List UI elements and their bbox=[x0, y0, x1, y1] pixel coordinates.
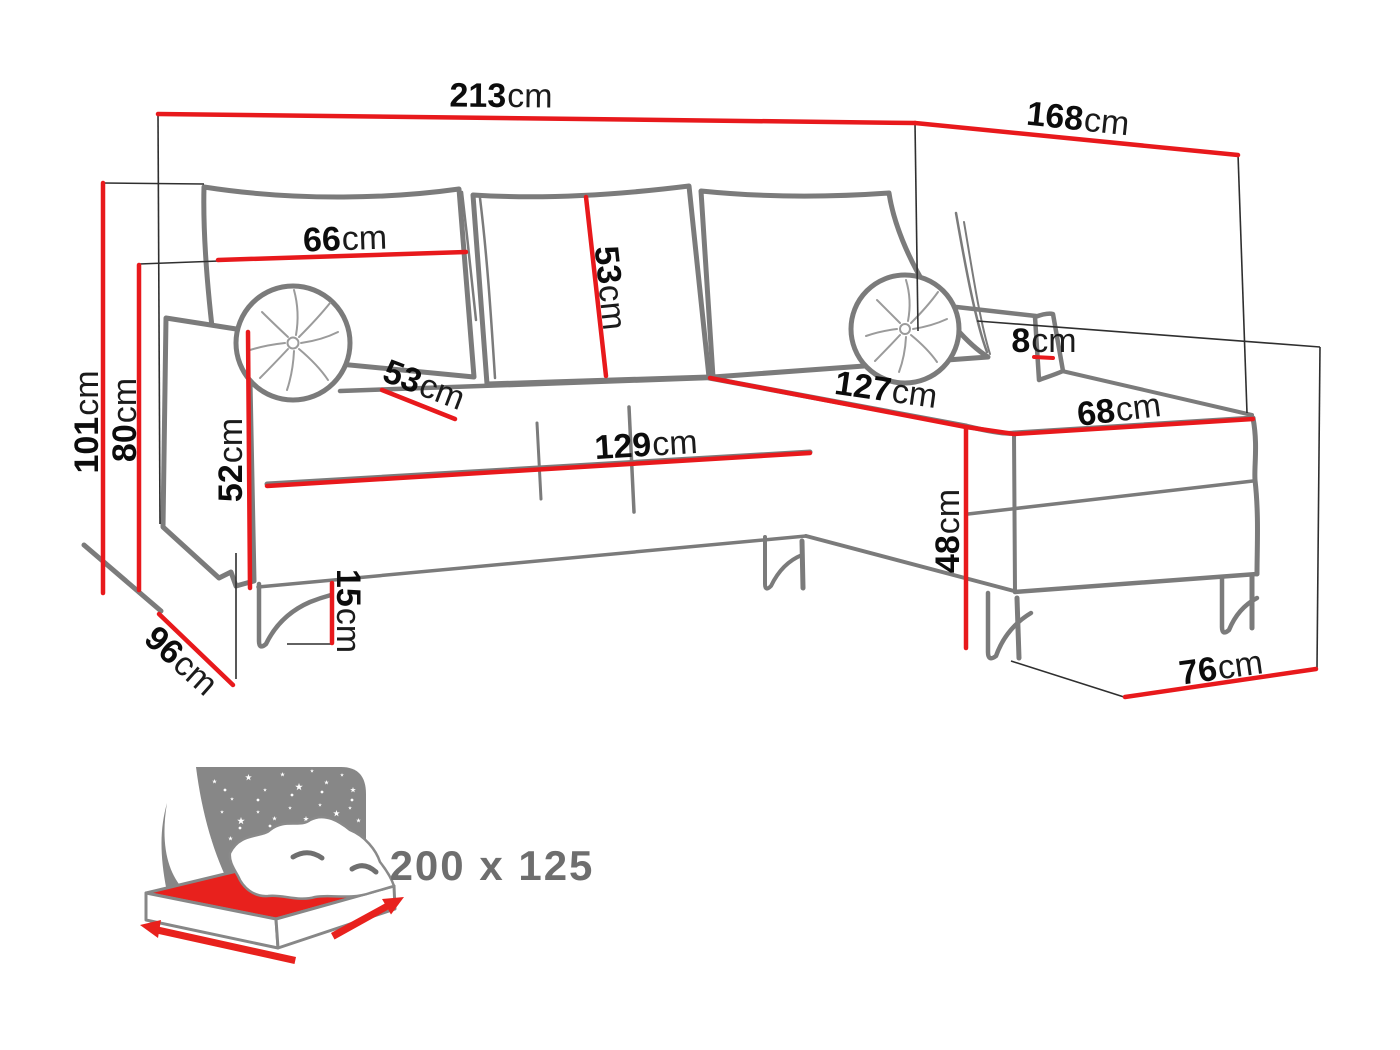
dim-unit: cm bbox=[68, 370, 106, 416]
dim-label-seat-length: 129cm bbox=[593, 422, 699, 468]
dim-line-53-pillow bbox=[583, 194, 609, 379]
dim-value: 213 bbox=[449, 76, 507, 116]
dim-value: 66 bbox=[302, 220, 342, 260]
dim-line-129 bbox=[264, 450, 813, 489]
chaise-bottom-edge bbox=[1012, 571, 1260, 595]
dim-value: 48 bbox=[929, 535, 967, 574]
arrow-width-shaft bbox=[156, 926, 296, 964]
dim-value: 53 bbox=[586, 244, 629, 286]
dim-value: 127 bbox=[832, 364, 894, 410]
sofa-legs bbox=[256, 535, 1260, 661]
dim-line-127 bbox=[707, 375, 969, 430]
arrow-width-head bbox=[140, 920, 161, 938]
dim-label-back-cushion-height: 53cm bbox=[586, 244, 634, 332]
dim-value: 168 bbox=[1024, 94, 1086, 139]
back-cushion-left-crease bbox=[460, 190, 478, 322]
sofa-bed-night-stars-icon bbox=[140, 767, 404, 964]
dim-label-chaise-height: 48cm bbox=[929, 488, 967, 574]
dim-value: 8 bbox=[1011, 322, 1031, 360]
leg-front-left bbox=[256, 581, 334, 649]
leg-front-middle-bar bbox=[799, 538, 806, 591]
night-panel-wedge bbox=[161, 803, 186, 897]
corner-seam bbox=[627, 405, 636, 514]
dim-label-chaise-back-thickness: 8cm bbox=[1011, 324, 1076, 358]
dim-unit: cm bbox=[1215, 643, 1266, 688]
dim-unit: cm bbox=[889, 372, 940, 416]
dim-value: 76 bbox=[1176, 649, 1220, 693]
chaise-rear-armrest bbox=[1032, 311, 1066, 383]
chaise-rear-rail bbox=[1060, 369, 1254, 417]
dim-line-66 bbox=[215, 249, 469, 263]
extent-lines bbox=[102, 112, 1321, 698]
dim-label-total-height: 101cm bbox=[68, 370, 106, 474]
leg-front-middle bbox=[763, 535, 804, 591]
dim-unit: cm bbox=[341, 218, 388, 259]
dim-unit: cm bbox=[212, 417, 250, 464]
dim-label-armrest-height: 52cm bbox=[212, 417, 250, 503]
pillow-crease-right bbox=[349, 863, 379, 875]
dim-value: 101 bbox=[68, 416, 106, 474]
dim-line-52 bbox=[245, 329, 253, 591]
sofa-bottom-edge bbox=[256, 534, 808, 589]
dim-unit: cm bbox=[1031, 322, 1077, 360]
seat-back-seam bbox=[337, 375, 711, 394]
dim-unit: cm bbox=[929, 488, 967, 535]
dim-value: 80 bbox=[106, 424, 144, 463]
dim-line-168 bbox=[912, 120, 1241, 158]
back-cushion-middle bbox=[470, 183, 712, 387]
chaise-side-bottom-edge bbox=[804, 534, 1016, 593]
dim-line-53-seat bbox=[379, 387, 458, 422]
seat-cushion-seam bbox=[535, 421, 543, 501]
round-pillow-right bbox=[848, 272, 962, 386]
bed-size-arrows bbox=[140, 897, 404, 964]
back-cushion-right-crease bbox=[954, 211, 989, 354]
dim-line-8 bbox=[1032, 355, 1055, 360]
dim-unit: cm bbox=[1082, 100, 1132, 144]
back-cushion-middle-crease bbox=[478, 196, 497, 380]
chaise-right-edge bbox=[1250, 415, 1260, 577]
dim-label-leg-height: 15cm bbox=[329, 568, 367, 654]
leg-chaise-left bbox=[985, 590, 1034, 661]
dim-unit: cm bbox=[507, 77, 553, 116]
dim-line-76 bbox=[1122, 666, 1319, 700]
dim-label-back-cushion-width: 66cm bbox=[302, 218, 388, 260]
dim-value: 15 bbox=[329, 568, 367, 607]
dim-unit: cm bbox=[106, 377, 144, 424]
dim-value: 68 bbox=[1074, 391, 1118, 434]
leg-chaise-right bbox=[1219, 574, 1260, 635]
dim-unit: cm bbox=[651, 422, 699, 464]
chaise-front-left-edge bbox=[1012, 431, 1017, 594]
dim-value: 129 bbox=[593, 425, 653, 468]
dim-line-68 bbox=[963, 416, 1256, 437]
bed-blanket bbox=[228, 815, 396, 900]
side-base-edge bbox=[81, 542, 164, 614]
dimension-lines bbox=[100, 111, 1319, 700]
round-pillow-left bbox=[233, 283, 353, 403]
chaise-front-seam bbox=[966, 479, 1255, 516]
dim-unit: cm bbox=[329, 607, 367, 654]
pillow-crease-left bbox=[290, 850, 325, 861]
dim-label-backrest-height: 80cm bbox=[106, 377, 144, 463]
dim-value: 52 bbox=[212, 464, 250, 503]
arrow-depth-shaft bbox=[331, 898, 398, 940]
bed-size-label: 200 x 125 bbox=[389, 842, 595, 889]
dim-unit: cm bbox=[590, 282, 634, 332]
dim-label-total-width: 213cm bbox=[449, 76, 553, 116]
leg-chaise-left-bar bbox=[1014, 595, 1022, 661]
dim-unit: cm bbox=[1113, 386, 1164, 430]
dim-line-96 bbox=[156, 611, 236, 688]
arrow-depth-head bbox=[382, 897, 404, 915]
back-cushion-right-crease2 bbox=[963, 221, 991, 355]
dim-line-213 bbox=[155, 111, 918, 126]
